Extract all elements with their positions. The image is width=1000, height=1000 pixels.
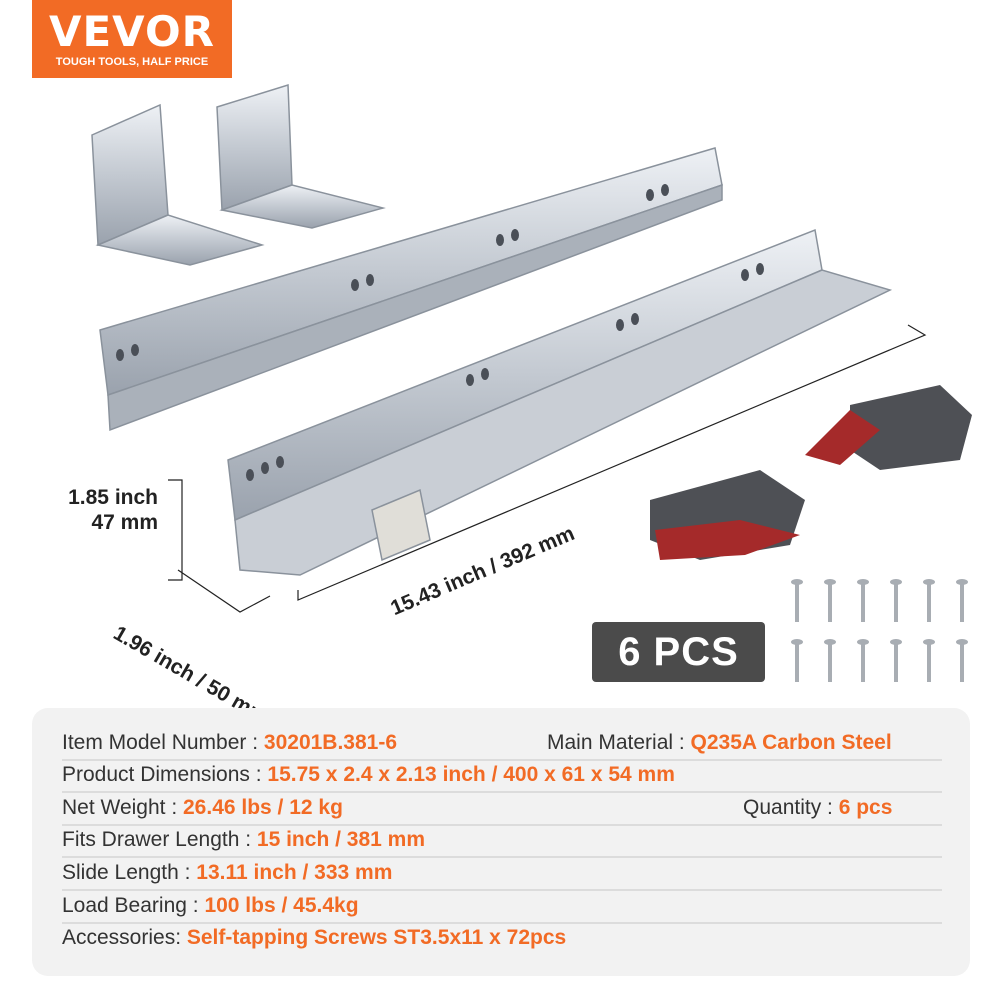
spec-row-slide-length: Slide Length : 13.11 inch / 333 mm bbox=[62, 857, 942, 891]
drawer-slide-rail-front bbox=[227, 228, 893, 576]
locking-device-2 bbox=[805, 385, 972, 470]
spec-row-model: Item Model Number : 30201B.381-6 Main Ma… bbox=[62, 727, 942, 761]
spec-row-load: Load Bearing : 100 lbs / 45.4kg bbox=[62, 890, 942, 924]
quantity-badge: 6 PCS bbox=[592, 622, 765, 682]
spec-row-dimensions: Product Dimensions : 15.75 x 2.4 x 2.13 … bbox=[62, 759, 942, 793]
spec-label: Item Model Number : bbox=[62, 731, 264, 754]
spec-value: 26.46 lbs / 12 kg bbox=[183, 796, 343, 819]
locking-device-1 bbox=[650, 470, 805, 560]
spec-label: Load Bearing : bbox=[62, 894, 205, 917]
spec-value: Self-tapping Screws ST3.5x11 x 72pcs bbox=[186, 926, 567, 949]
height-inch-label: 1.85 inch bbox=[68, 486, 158, 509]
spec-row-weight: Net Weight : 26.46 lbs / 12 kg Quantity … bbox=[62, 792, 942, 826]
drawer-slide-rail-back bbox=[99, 147, 723, 432]
spec-label: Main Material : bbox=[547, 731, 691, 754]
spec-value: Q235A Carbon Steel bbox=[690, 731, 892, 754]
spec-label: Fits Drawer Length : bbox=[62, 828, 257, 851]
spec-label: Net Weight : bbox=[62, 796, 183, 819]
spec-label: Slide Length : bbox=[62, 861, 197, 884]
logo-tagline: TOUGH TOOLS, HALF PRICE bbox=[55, 56, 209, 68]
spec-row-drawer-length: Fits Drawer Length : 15 inch / 381 mm bbox=[62, 824, 942, 858]
spec-value: 100 lbs / 45.4kg bbox=[204, 894, 359, 917]
spec-value: 30201B.381-6 bbox=[263, 731, 398, 754]
spec-label: Product Dimensions : bbox=[62, 763, 268, 786]
spec-label: Quantity : bbox=[743, 796, 839, 819]
spec-value: 13.11 inch / 333 mm bbox=[196, 861, 393, 884]
logo-brand: VEVOR bbox=[48, 7, 215, 56]
screws bbox=[791, 579, 968, 682]
rear-bracket-right bbox=[216, 83, 386, 229]
rear-bracket-left bbox=[91, 103, 265, 266]
height-mm-label: 47 mm bbox=[91, 511, 158, 534]
spec-panel: Item Model Number : 30201B.381-6 Main Ma… bbox=[32, 708, 970, 976]
spec-value: 15.75 x 2.4 x 2.13 inch / 400 x 61 x 54 … bbox=[267, 763, 675, 786]
vevor-logo: VEVOR TOUGH TOOLS, HALF PRICE bbox=[32, 0, 232, 78]
spec-row-accessories: Accessories: Self-tapping Screws ST3.5x1… bbox=[62, 922, 942, 954]
spec-label: Accessories: bbox=[62, 926, 187, 949]
spec-value: 6 pcs bbox=[838, 796, 893, 819]
dimension-lines bbox=[168, 324, 927, 613]
spec-value: 15 inch / 381 mm bbox=[256, 828, 425, 851]
